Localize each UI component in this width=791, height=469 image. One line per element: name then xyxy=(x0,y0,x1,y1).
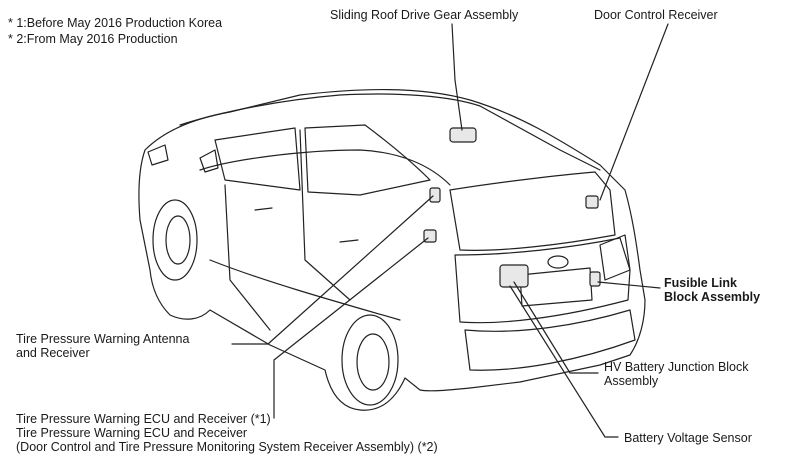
leader-hv-battery xyxy=(513,281,599,374)
label-hv-battery: HV Battery Junction Block Assembly xyxy=(604,360,749,388)
rear-bumper xyxy=(464,309,636,371)
tail-light xyxy=(599,234,631,281)
front-door-handle xyxy=(254,207,273,211)
leader-door-control xyxy=(599,23,669,201)
rear-door-handle xyxy=(339,239,359,243)
label-hv-battery-line-1: HV Battery Junction Block xyxy=(604,360,749,374)
antenna-component xyxy=(429,187,441,203)
door-receiver-component xyxy=(585,195,599,209)
label-fusible-link: Fusible Link Block Assembly xyxy=(664,276,760,304)
license-plate-area xyxy=(519,267,593,307)
note-2: * 2:From May 2016 Production xyxy=(8,32,178,46)
fusible-link-component xyxy=(589,271,601,287)
label-tpw-antenna: Tire Pressure Warning Antenna and Receiv… xyxy=(16,332,189,360)
window-trim xyxy=(199,149,451,186)
front-window xyxy=(214,127,301,191)
label-hv-battery-line-2: Assembly xyxy=(604,374,659,388)
front-door-line xyxy=(299,129,351,301)
label-tpw-ecu: Tire Pressure Warning ECU and Receiver (… xyxy=(16,412,438,454)
rear-wheel-inner xyxy=(356,333,390,391)
rear-emblem xyxy=(547,255,569,269)
label-tpw-ecu-line-1: Tire Pressure Warning ECU and Receiver (… xyxy=(16,412,271,426)
hv-battery-component xyxy=(499,264,529,288)
rear-hatch xyxy=(454,237,631,324)
rear-window xyxy=(449,171,616,251)
label-tpw-antenna-line-1: Tire Pressure Warning Antenna xyxy=(16,332,190,346)
leader-tpw-antenna xyxy=(231,195,434,345)
label-sliding-roof: Sliding Roof Drive Gear Assembly xyxy=(330,8,519,22)
label-battery-voltage: Battery Voltage Sensor xyxy=(624,431,752,445)
headlight xyxy=(147,144,169,166)
label-fusible-link-line-1: Fusible Link xyxy=(664,276,737,290)
leader-sliding-roof xyxy=(451,23,463,131)
car-body-outline xyxy=(138,89,646,411)
roof-gear-component xyxy=(449,127,477,143)
leader-fusible-link xyxy=(597,281,661,289)
label-door-control: Door Control Receiver xyxy=(594,8,718,22)
rocker-panel xyxy=(209,259,401,321)
rear-side-window xyxy=(304,124,431,196)
label-tpw-ecu-line-2: Tire Pressure Warning ECU and Receiver xyxy=(16,426,248,440)
rear-door-line xyxy=(224,184,271,331)
rear-wheel-outer xyxy=(341,314,399,406)
side-mirror xyxy=(199,149,219,173)
front-wheel-outer xyxy=(152,199,198,281)
label-tpw-ecu-line-3: (Door Control and Tire Pressure Monitori… xyxy=(16,440,438,454)
note-1: * 1:Before May 2016 Production Korea xyxy=(8,16,223,30)
front-wheel-inner xyxy=(165,215,191,265)
label-tpw-antenna-line-2: and Receiver xyxy=(16,346,90,360)
label-fusible-link-line-2: Block Assembly xyxy=(664,290,761,304)
leader-battery-voltage xyxy=(509,285,619,438)
leader-tpw-ecu xyxy=(273,237,429,419)
roof-line xyxy=(179,93,601,171)
